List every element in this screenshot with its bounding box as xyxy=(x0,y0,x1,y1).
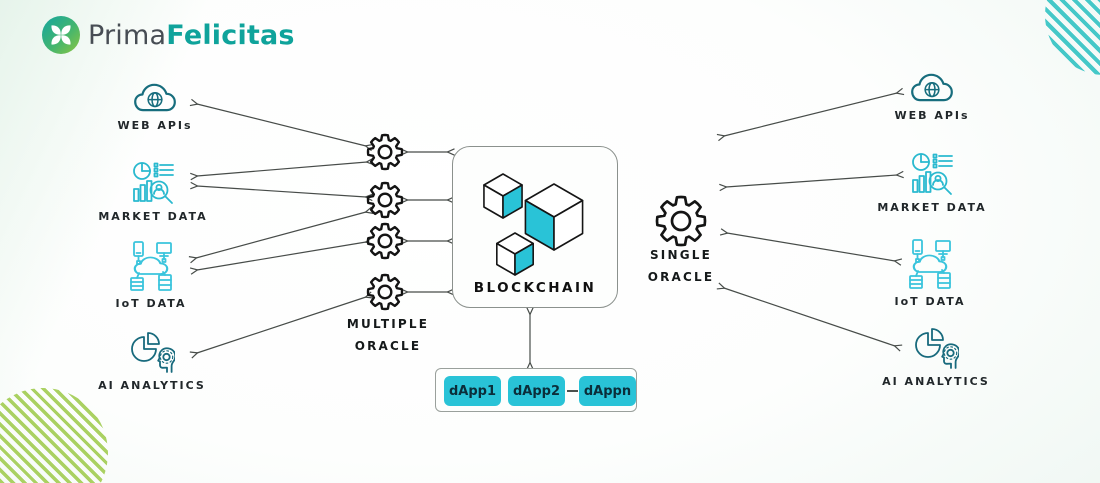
blockchain-cubes-icon xyxy=(483,173,584,276)
dapp-connector-dash xyxy=(567,390,578,392)
source-ai-analytics-right: AI ANALYTICS xyxy=(861,326,1011,388)
single-oracle-gear-icon xyxy=(655,195,707,247)
iot-cloud-devices-icon xyxy=(130,241,172,291)
source-market-data-right: MARKET DATA xyxy=(857,152,1007,214)
market-analytics-icon xyxy=(912,153,953,195)
brand-logo: PrimaFelicitas xyxy=(42,16,295,54)
source-label: WEB APIs xyxy=(117,119,193,132)
dappn-box: dAppn xyxy=(579,376,636,406)
ai-head-chart-icon xyxy=(915,328,959,369)
source-iot-data-right: IoT DATA xyxy=(855,238,1005,308)
multiple-oracle-label: MULTIPLE ORACLE xyxy=(346,317,430,353)
single-oracle-label: SINGLE ORACLE xyxy=(647,248,715,284)
source-label: MARKET DATA xyxy=(877,201,987,214)
source-market-data-left: MARKET DATA xyxy=(78,161,228,223)
source-label: MARKET DATA xyxy=(98,210,208,223)
oracle-gear-icon-2 xyxy=(366,181,404,219)
ai-head-chart-icon xyxy=(131,332,175,373)
cloud-globe-icon xyxy=(134,83,176,112)
oracle-gear-icon-3 xyxy=(366,222,404,260)
source-label: IoT DATA xyxy=(115,297,187,310)
blockchain-label: BLOCKCHAIN xyxy=(473,280,597,296)
market-analytics-icon xyxy=(133,162,174,204)
cloud-globe-icon xyxy=(911,73,953,102)
brand-name: PrimaFelicitas xyxy=(88,19,295,51)
source-iot-data-left: IoT DATA xyxy=(76,240,226,310)
dapp2-box: dApp2 xyxy=(508,376,565,406)
oracle-gear-icon-1 xyxy=(366,133,404,171)
blockchain-box: BLOCKCHAIN xyxy=(452,146,618,308)
source-ai-analytics-left: AI ANALYTICS xyxy=(77,330,227,392)
oracle-gear-icon-4 xyxy=(366,273,404,311)
primafelicitas-logo-icon xyxy=(42,16,80,54)
source-label: IoT DATA xyxy=(894,295,966,308)
source-label: AI ANALYTICS xyxy=(882,375,990,388)
source-label: AI ANALYTICS xyxy=(98,379,206,392)
iot-cloud-devices-icon xyxy=(909,239,951,289)
striped-circle-decoration-top-right xyxy=(1045,0,1100,75)
source-web-apis-right: WEB APIs xyxy=(857,72,1007,122)
dapp1-box: dApp1 xyxy=(444,376,501,406)
source-web-apis-left: WEB APIs xyxy=(80,82,230,132)
dapps-container: dApp1 dApp2 dAppn xyxy=(435,368,637,412)
source-label: WEB APIs xyxy=(894,109,970,122)
striped-circle-decoration-bottom-left xyxy=(0,388,108,483)
